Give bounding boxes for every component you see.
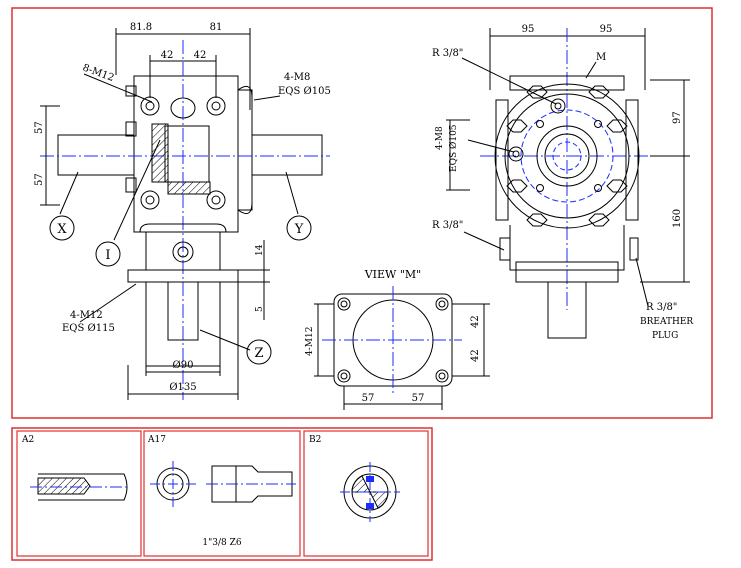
dim-95-left: 95 <box>522 24 535 35</box>
detail-frame <box>11 427 433 561</box>
label-4-m8-front: 4-M8 <box>284 72 310 83</box>
label-8-m12: 8-M12 <box>81 62 116 84</box>
label-r38-top: R 3/8" <box>432 48 463 59</box>
dim-57-upper: 57 <box>34 121 45 134</box>
label-plug: PLUG <box>652 331 678 341</box>
panel-b2-frame <box>303 430 429 557</box>
callout-y: Y <box>294 222 304 237</box>
view-m-42-top: 42 <box>470 315 481 328</box>
panel-b2-drawing <box>340 462 400 522</box>
dim-81: 81 <box>210 22 223 33</box>
panel-a17-caption: 1"3/8 Z6 <box>202 538 241 548</box>
dim-95-right: 95 <box>600 24 613 35</box>
label-r38-breather: R 3/8" <box>646 302 677 313</box>
dim-97: 97 <box>672 111 683 124</box>
panel-b2-tag: B2 <box>309 435 321 445</box>
view-m-title: VIEW "M" <box>364 268 422 281</box>
view-m-57-right: 57 <box>412 393 425 404</box>
side-view <box>446 28 690 339</box>
dim-57-lower: 57 <box>34 173 45 186</box>
label-eqs105-front: EQS Ø105 <box>278 86 331 97</box>
label-eqs115: EQS Ø115 <box>62 323 115 334</box>
dim-dia-90: Ø90 <box>173 360 194 371</box>
main-frame <box>11 7 713 419</box>
dim-5: 5 <box>255 306 265 312</box>
callout-i: I <box>105 248 110 263</box>
view-m <box>314 286 490 410</box>
view-m-57-left: 57 <box>362 393 375 404</box>
view-m-4-m12: 4-M12 <box>305 327 315 356</box>
front-view <box>40 28 330 400</box>
dim-14: 14 <box>255 244 265 256</box>
label-eqs105-side: EQS Ø105 <box>448 124 459 172</box>
view-m-42-bottom: 42 <box>470 349 481 362</box>
panel-a17-drawing <box>150 461 296 507</box>
dim-dia-135: Ø135 <box>169 382 196 393</box>
dim-81-8: 81.8 <box>130 22 152 33</box>
panel-a2-drawing <box>30 473 130 501</box>
dim-42-right: 42 <box>194 50 207 61</box>
label-breather: BREATHER <box>640 317 693 327</box>
label-4-m12-front: 4-M12 <box>70 310 103 321</box>
label-4-m8-side: 4-M8 <box>435 126 445 150</box>
panel-a2-frame <box>16 430 142 557</box>
callout-x: X <box>57 222 67 237</box>
panel-a17-frame <box>143 430 301 557</box>
panel-a2-tag: A2 <box>21 435 34 445</box>
dim-42-left: 42 <box>161 50 174 61</box>
label-r38-mid: R 3/8" <box>432 220 463 231</box>
label-m: M <box>596 52 606 63</box>
callout-z: Z <box>254 346 263 361</box>
panel-a17-tag: A17 <box>147 435 166 445</box>
dim-160: 160 <box>672 209 683 228</box>
